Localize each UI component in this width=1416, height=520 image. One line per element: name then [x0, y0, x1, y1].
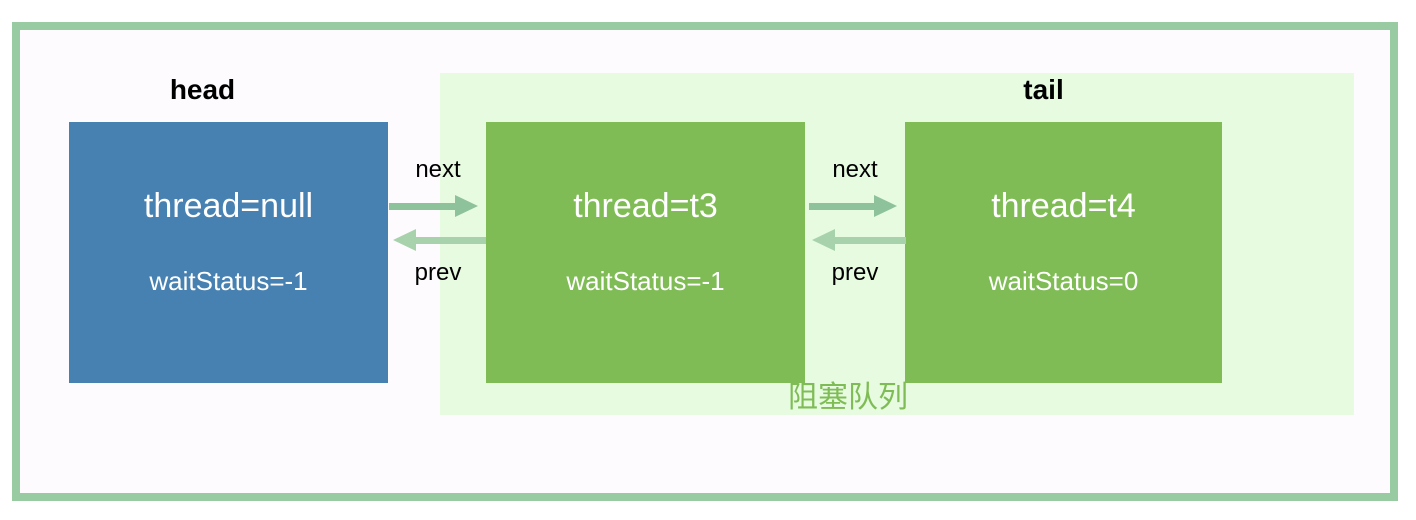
- edge1-prev-arrow-head: [393, 229, 416, 251]
- tail-pointer-label: tail: [1023, 74, 1064, 105]
- edge1-next-arrow-shaft: [389, 202, 457, 210]
- node-t3-wait-status: waitStatus=-1: [566, 266, 725, 296]
- edge2-next-label: next: [832, 156, 878, 183]
- edge2-next-arrow-head: [874, 195, 897, 217]
- node-t3-thread: thread=t3: [573, 187, 718, 225]
- edge1-next-label: next: [415, 156, 461, 183]
- edge2-prev-arrow-icon: [812, 229, 906, 251]
- node-head-thread: thread=null: [143, 187, 314, 225]
- node-t4-thread: thread=t4: [991, 187, 1136, 225]
- node-head-wait-status: waitStatus=-1: [149, 266, 308, 296]
- node-head: thread=null waitStatus=-1: [69, 122, 388, 383]
- edge2-prev-arrow-head: [812, 229, 835, 251]
- edge1-prev-label: prev: [414, 259, 462, 286]
- node-t4: thread=t4 waitStatus=0: [905, 122, 1222, 383]
- edge2-next-arrow-shaft: [809, 202, 876, 210]
- edge2-prev-arrow-shaft: [835, 236, 906, 244]
- edge1-prev-arrow-shaft: [416, 236, 486, 244]
- edge2-prev-label: prev: [831, 259, 879, 286]
- edge1-next-arrow-head: [455, 195, 478, 217]
- node-t3: thread=t3 waitStatus=-1: [486, 122, 805, 383]
- node-t4-wait-status: waitStatus=0: [988, 266, 1139, 296]
- head-pointer-label: head: [169, 74, 236, 105]
- edge1-prev-arrow-icon: [393, 229, 486, 251]
- edge2-next-arrow-icon: [809, 195, 897, 217]
- blocking-queue-title: 阻塞队列: [788, 381, 908, 414]
- edge1-next-arrow-icon: [389, 195, 478, 217]
